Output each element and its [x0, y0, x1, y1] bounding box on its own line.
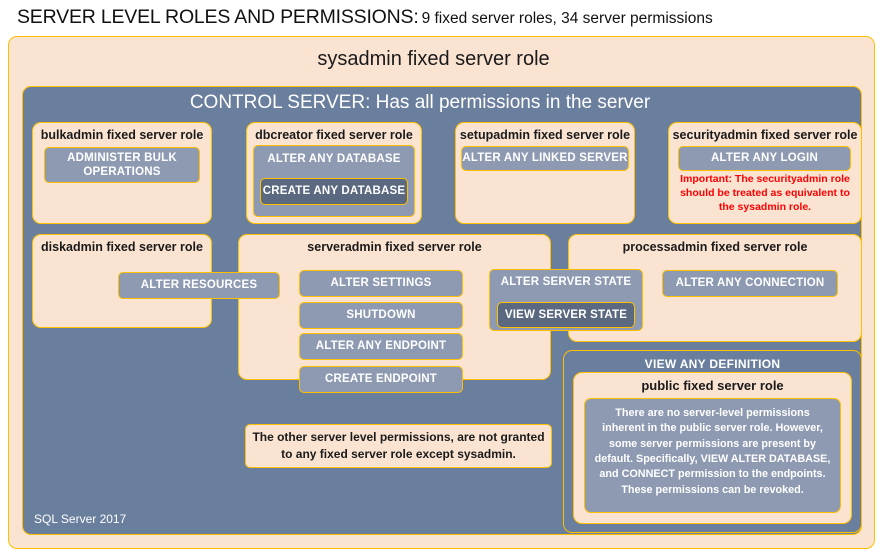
footer-version-label: SQL Server 2017 — [34, 512, 127, 526]
securityadmin-warning-text: Important: The securityadmin role should… — [680, 173, 850, 214]
page-title: SERVER LEVEL ROLES AND PERMISSIONS:9 fix… — [17, 6, 877, 32]
permission-create-any-database[interactable]: CREATE ANY DATABASE — [260, 178, 408, 205]
permission-view-server-state[interactable]: VIEW SERVER STATE — [497, 302, 635, 328]
processadmin-role-label: processadmin fixed server role — [622, 240, 808, 254]
permission-alter-settings[interactable]: ALTER SETTINGS — [299, 270, 463, 297]
permission-alter-resources[interactable]: ALTER RESOURCES — [118, 272, 280, 299]
dbcreator-role-label: dbcreator fixed server role — [255, 128, 413, 142]
page-title-subtitle: 9 fixed server roles, 34 server permissi… — [421, 10, 713, 27]
permission-administer-bulk-operations[interactable]: ADMINISTER BULK OPERATIONS — [44, 147, 200, 183]
setupadmin-role-box — [455, 122, 635, 224]
serveradmin-role-label: serveradmin fixed server role — [307, 240, 482, 254]
other-permissions-note: The other server level permissions, are … — [245, 424, 552, 468]
setupadmin-role-label: setupadmin fixed server role — [459, 128, 631, 142]
securityadmin-role-box — [668, 122, 862, 224]
permission-alter-any-login[interactable]: ALTER ANY LOGIN — [678, 146, 851, 171]
control-server-label: CONTROL SERVER: Has all permissions in t… — [189, 92, 651, 113]
public-role-note: There are no server-level permissions in… — [584, 398, 841, 513]
permission-alter-any-linked-server[interactable]: ALTER ANY LINKED SERVER — [461, 146, 629, 171]
diskadmin-role-label: diskadmin fixed server role — [41, 240, 203, 254]
sysadmin-role-label: sysadmin fixed server role — [317, 48, 550, 70]
securityadmin-role-label: securityadmin fixed server role — [672, 128, 858, 142]
permission-alter-any-endpoint[interactable]: ALTER ANY ENDPOINT — [299, 333, 463, 360]
public-role-label: public fixed server role — [641, 378, 784, 393]
permission-alter-any-connection[interactable]: ALTER ANY CONNECTION — [662, 270, 838, 297]
bulkadmin-role-label: bulkadmin fixed server role — [40, 128, 204, 142]
permission-create-endpoint[interactable]: CREATE ENDPOINT — [299, 366, 463, 393]
permission-shutdown[interactable]: SHUTDOWN — [299, 302, 463, 329]
page-title-main: SERVER LEVEL ROLES AND PERMISSIONS: — [17, 6, 419, 28]
permission-view-any-definition-label: VIEW ANY DEFINITION — [644, 357, 781, 371]
